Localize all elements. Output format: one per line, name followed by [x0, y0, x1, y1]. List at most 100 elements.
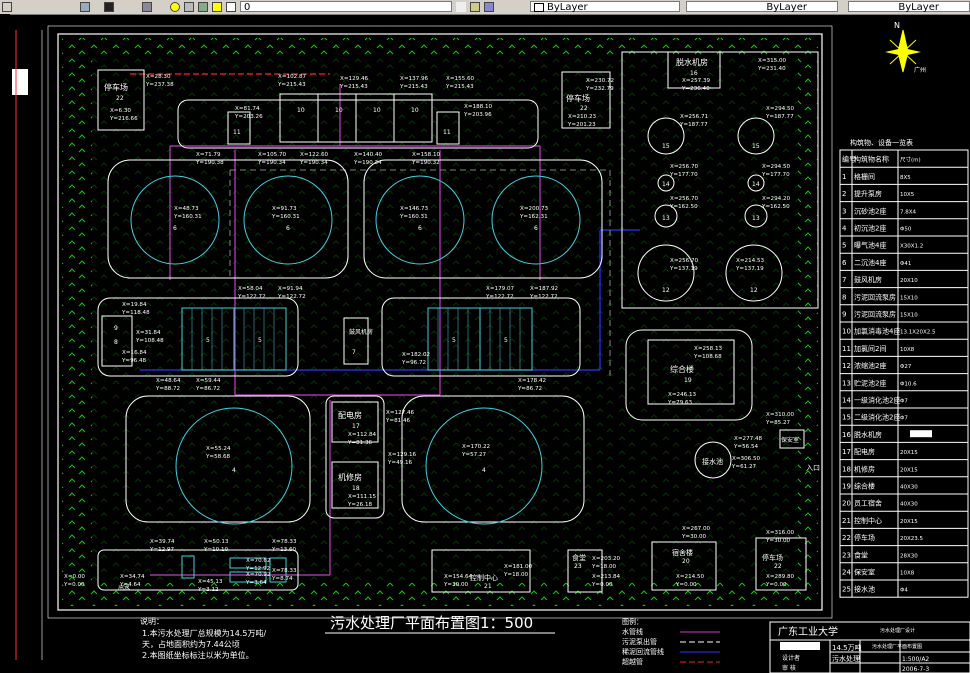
coord-label: Y=190.38 — [195, 160, 224, 166]
parking-top-left-label: 停车场 — [104, 82, 128, 92]
coord-label: X=28.30 — [146, 74, 171, 80]
table-cell: Φ27 — [900, 364, 912, 370]
match-icon[interactable] — [80, 2, 90, 12]
blower-no: 7 — [352, 349, 356, 356]
coord-label: Y=215.43 — [339, 84, 368, 90]
table-cell: 提升泵房 — [854, 189, 882, 198]
table-cell: 10X5 — [900, 192, 915, 198]
table-cell: 40X30 — [900, 502, 918, 508]
coord-label: X=122.60 — [300, 152, 329, 158]
layers-icon[interactable] — [142, 2, 152, 12]
make-current-icon[interactable] — [470, 2, 480, 12]
coord-label: X=39.74 — [150, 539, 175, 545]
coord-label: X=91.73 — [272, 206, 297, 212]
coord-label: X=78.33 — [272, 539, 297, 545]
coord-label: X=129.46 — [340, 76, 369, 82]
coord-label: X=127.46 — [386, 410, 415, 416]
blower-label: 鼓风机房 — [349, 328, 373, 336]
lineweight-dropdown[interactable]: ByLayer — [848, 1, 970, 13]
drawing-canvas[interactable]: 11 11 10 10 10 10 停车场 22 停车场 22 脱水机房 16 … — [0, 14, 970, 673]
legend-item-bypass: 超越管 — [622, 657, 643, 666]
svg-text:15: 15 — [662, 143, 670, 150]
return-pump-left — [101, 315, 133, 367]
coord-label: Y=177.70 — [669, 172, 698, 178]
dropdown-arrow-icon[interactable] — [456, 2, 466, 12]
primary-block-right — [401, 395, 585, 523]
chlorination-room-left — [227, 111, 251, 145]
color-swatch-icon — [212, 2, 222, 12]
lock-icon[interactable] — [198, 2, 208, 12]
power-no: 17 — [352, 423, 360, 430]
notes-heading: 说明： — [140, 616, 164, 626]
coord-label: Y=61.27 — [731, 464, 757, 470]
table-cell: 员工宿舍 — [854, 499, 882, 508]
canteen-label: 食堂 — [572, 553, 586, 562]
coord-label: X=155.60 — [446, 76, 475, 82]
layer-state-icon[interactable] — [104, 2, 114, 12]
table-cell: 食堂 — [854, 550, 868, 559]
coord-label: X=214.50 — [676, 574, 705, 580]
table-cell: 二沉池4座 — [854, 258, 886, 267]
coord-label: X=294.50 — [766, 106, 795, 112]
blower-house — [343, 317, 369, 365]
table-cell: 20 — [842, 500, 851, 508]
table-cell: 二级消化池2座 — [854, 413, 900, 422]
table-cell: 鼓风机房 — [854, 275, 882, 284]
north-arrow: N 广州 — [885, 21, 926, 74]
sun-icon[interactable] — [184, 2, 194, 12]
table-cell: 23 — [842, 551, 851, 559]
grit-tank-2 — [229, 571, 267, 583]
layer-dropdown[interactable]: 0 — [240, 1, 452, 13]
label-8: 8 — [114, 339, 118, 346]
coord-label: X=213.84 — [592, 574, 621, 580]
table-cell: 污泥回流泵房 — [854, 292, 896, 301]
svg-text:15: 15 — [752, 143, 760, 150]
linetype-dropdown[interactable]: ByLayer — [686, 1, 838, 13]
table-cell: 18 — [842, 465, 851, 473]
table-cell: 加氯间2间 — [854, 344, 886, 353]
aeration-block-right — [381, 297, 581, 377]
parking-top-left — [97, 69, 145, 131]
table-cell: 沉砂池2座 — [854, 206, 886, 215]
power-label: 配电房 — [338, 410, 362, 420]
table-cell: 13.1X20X2.5 — [900, 330, 936, 336]
coord-label: Y=122.72 — [277, 294, 306, 300]
layer-icon[interactable] — [2, 2, 12, 12]
coord-label: Y=108.68 — [693, 354, 722, 360]
dormitory — [651, 541, 717, 591]
coord-label: X=182.02 — [402, 352, 430, 358]
coord-label: Y=85.27 — [765, 420, 791, 426]
coord-label: X=129.16 — [388, 452, 417, 458]
coord-label: Y=30.00 — [765, 538, 791, 544]
coord-label: Y=18.00 — [503, 572, 529, 578]
coord-label: Y=0.00 — [675, 582, 697, 588]
table-cell: 浓缩池2座 — [854, 361, 886, 370]
coord-label: X=277.48 — [734, 436, 763, 442]
digesters — [637, 117, 783, 302]
color-dropdown[interactable]: ByLayer — [530, 1, 680, 13]
drawing-title: 污水处理厂平面布置图1：500 — [330, 614, 533, 632]
coord-label: X=256.70 — [670, 164, 699, 170]
coord-label: X=154.64 — [444, 574, 473, 580]
parking-top-mid-label: 停车场 — [566, 93, 590, 103]
coord-label: Y=81.36 — [347, 440, 373, 446]
label-9: 9 — [114, 325, 118, 332]
layer-previous-icon[interactable] — [484, 2, 494, 12]
dorm-label: 宿舍楼 — [672, 548, 693, 557]
screen-chamber — [181, 555, 195, 579]
coord-label: X=289.80 — [766, 574, 795, 580]
coord-label: X=258.13 — [694, 346, 723, 352]
coord-label: Y=3.64 — [245, 580, 267, 586]
coord-label: X=230.72 — [586, 78, 614, 84]
table-fill-mark — [910, 430, 932, 438]
table-cell: 12 — [842, 362, 851, 370]
svg-text:6: 6 — [418, 225, 422, 232]
table-cell: 24 — [842, 568, 851, 576]
primary-clarifiers — [175, 407, 543, 525]
grit-tank-1 — [229, 557, 267, 569]
table-cell: Φ7 — [900, 416, 908, 422]
coordinate-annotations: X=28.30Y=237.38X=6.30Y=216.66X=102.87Y=2… — [63, 58, 795, 593]
bulb-icon[interactable] — [170, 2, 180, 12]
parking-bottom-right — [755, 537, 807, 591]
